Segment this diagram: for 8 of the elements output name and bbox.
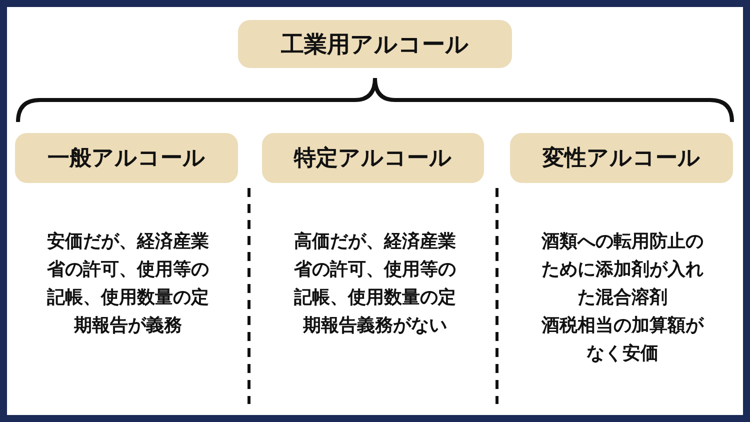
- description-text: 酒税相当の加算額がなく安価: [540, 314, 706, 366]
- description-text: 安価だが、経済産業省の許可、使用等の記帳、使用数量の定期報告が義務: [46, 230, 210, 338]
- description-text: 高価だが、経済産業省の許可、使用等の記帳、使用数量の定期報告義務がない: [292, 230, 457, 338]
- heading-box: 一般アルコール: [15, 133, 238, 183]
- heading-box: 特定アルコール: [262, 133, 484, 183]
- heading-box: 変性アルコール: [510, 133, 733, 183]
- description-text: 酒類への転用防止のために添加剤が入れた混合溶剤: [540, 230, 704, 310]
- title-box: 工業用アルコール: [238, 20, 512, 68]
